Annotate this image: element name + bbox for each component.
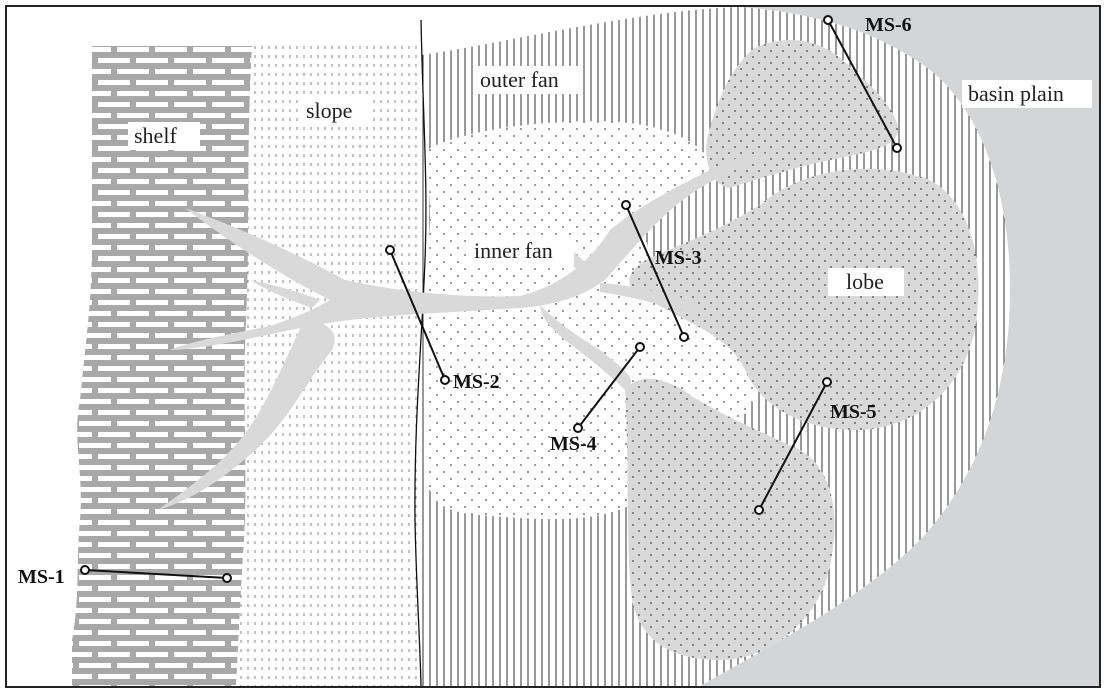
ms3-label: MS-3	[655, 247, 702, 269]
basin-plain-area	[700, 7, 1099, 686]
ms2-start-marker[interactable]	[385, 245, 395, 255]
ms5-start-marker[interactable]	[822, 377, 832, 387]
lower-lobe	[625, 378, 835, 660]
ms6-label: MS-6	[865, 14, 912, 36]
ms1-start-marker[interactable]	[80, 565, 90, 575]
ms1-label: MS-1	[18, 566, 65, 588]
ms2-label: MS-2	[453, 371, 500, 393]
inner-fan-label: inner fan	[474, 238, 553, 263]
ms1-line	[84, 569, 228, 579]
section-lines	[80, 15, 902, 583]
outer-fan-label: outer fan	[480, 67, 559, 92]
upper-lobe	[706, 39, 899, 188]
ms5-end-marker[interactable]	[754, 505, 764, 515]
ms5-label: MS-5	[830, 401, 877, 423]
ms1-end-marker[interactable]	[222, 573, 232, 583]
ms3-line	[625, 204, 685, 338]
slope-area	[236, 46, 422, 686]
ms4-start-marker[interactable]	[635, 342, 645, 352]
ms5-line	[758, 381, 828, 511]
ms4-end-marker[interactable]	[573, 423, 583, 433]
ms3-start-marker[interactable]	[621, 200, 631, 210]
shelf-label: shelf	[134, 123, 177, 148]
ms3-end-marker[interactable]	[679, 332, 689, 342]
slope-fan-boundary	[414, 19, 427, 687]
ms6-start-marker[interactable]	[823, 15, 833, 25]
slope-label: slope	[306, 98, 352, 123]
shelf-area	[72, 46, 252, 686]
ms2-end-marker[interactable]	[440, 375, 450, 385]
lobe-label: lobe	[846, 269, 884, 294]
ms6-line	[827, 19, 898, 149]
ms4-line	[577, 346, 641, 429]
basin-plain-label: basin plain	[968, 81, 1064, 106]
ms2-line	[389, 249, 446, 381]
main-lobe	[629, 168, 979, 431]
ms6-end-marker[interactable]	[892, 143, 902, 153]
ms4-label: MS-4	[550, 433, 597, 455]
